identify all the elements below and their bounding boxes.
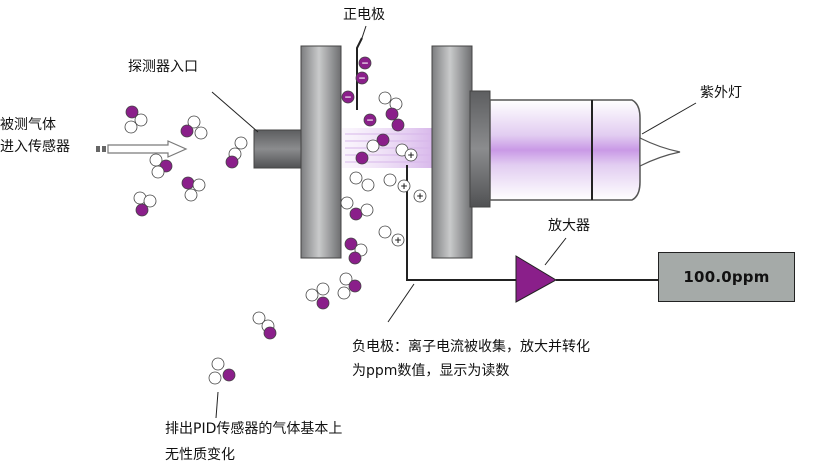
amplifier-symbol — [515, 255, 558, 303]
detector-inlet-tube — [253, 129, 305, 169]
uv-lamp-body — [489, 99, 641, 201]
label-exhaust-line1: 排出PID传感器的气体基本上 — [165, 421, 343, 437]
label-amplifier: 放大器 — [548, 218, 590, 234]
label-negative-electrode-line1: 负电极：离子电流被收集，放大并转化 — [352, 339, 590, 355]
label-detector-inlet: 探测器入口 — [128, 59, 198, 75]
negative-electrode-wire — [406, 165, 516, 281]
positive-electrode-wire — [356, 37, 363, 110]
svg-text:+: + — [416, 192, 424, 202]
uv-lamp-tip — [639, 137, 681, 167]
label-negative-electrode-line2: 为ppm数值，显示为读数 — [352, 363, 510, 379]
inlet-arrow — [96, 140, 188, 158]
svg-text:+: + — [407, 151, 415, 161]
label-gas-in-line2: 进入传感器 — [0, 139, 70, 155]
label-uv-lamp: 紫外灯 — [700, 85, 742, 101]
uv-lamp-collar — [469, 90, 491, 208]
exhaust-leader — [215, 391, 219, 419]
svg-text:−: − — [366, 116, 374, 126]
svg-text:−: − — [361, 59, 369, 69]
ppm-readout-display: 100.0ppm — [658, 252, 795, 302]
svg-text:+: + — [394, 236, 402, 246]
label-exhaust-line2: 无性质变化 — [165, 447, 235, 463]
molecules — [124, 56, 427, 385]
label-gas-in-line1: 被测气体 — [0, 117, 56, 133]
positive-signs: + + + + — [394, 151, 424, 246]
svg-text:−: − — [358, 74, 366, 84]
uv-lamp-leader — [641, 102, 697, 135]
left-electrode-plate — [300, 45, 342, 259]
svg-text:−: − — [344, 93, 352, 103]
label-positive-electrode: 正电极 — [343, 7, 385, 23]
positive-electrode-leader — [361, 25, 367, 39]
charge-signs: − − − − — [344, 59, 374, 126]
detector-inlet-leader — [211, 91, 259, 133]
right-electrode-plate — [431, 45, 473, 259]
negative-electrode-leader — [387, 283, 415, 323]
svg-text:+: + — [400, 182, 408, 192]
amplifier-leader — [544, 237, 567, 266]
